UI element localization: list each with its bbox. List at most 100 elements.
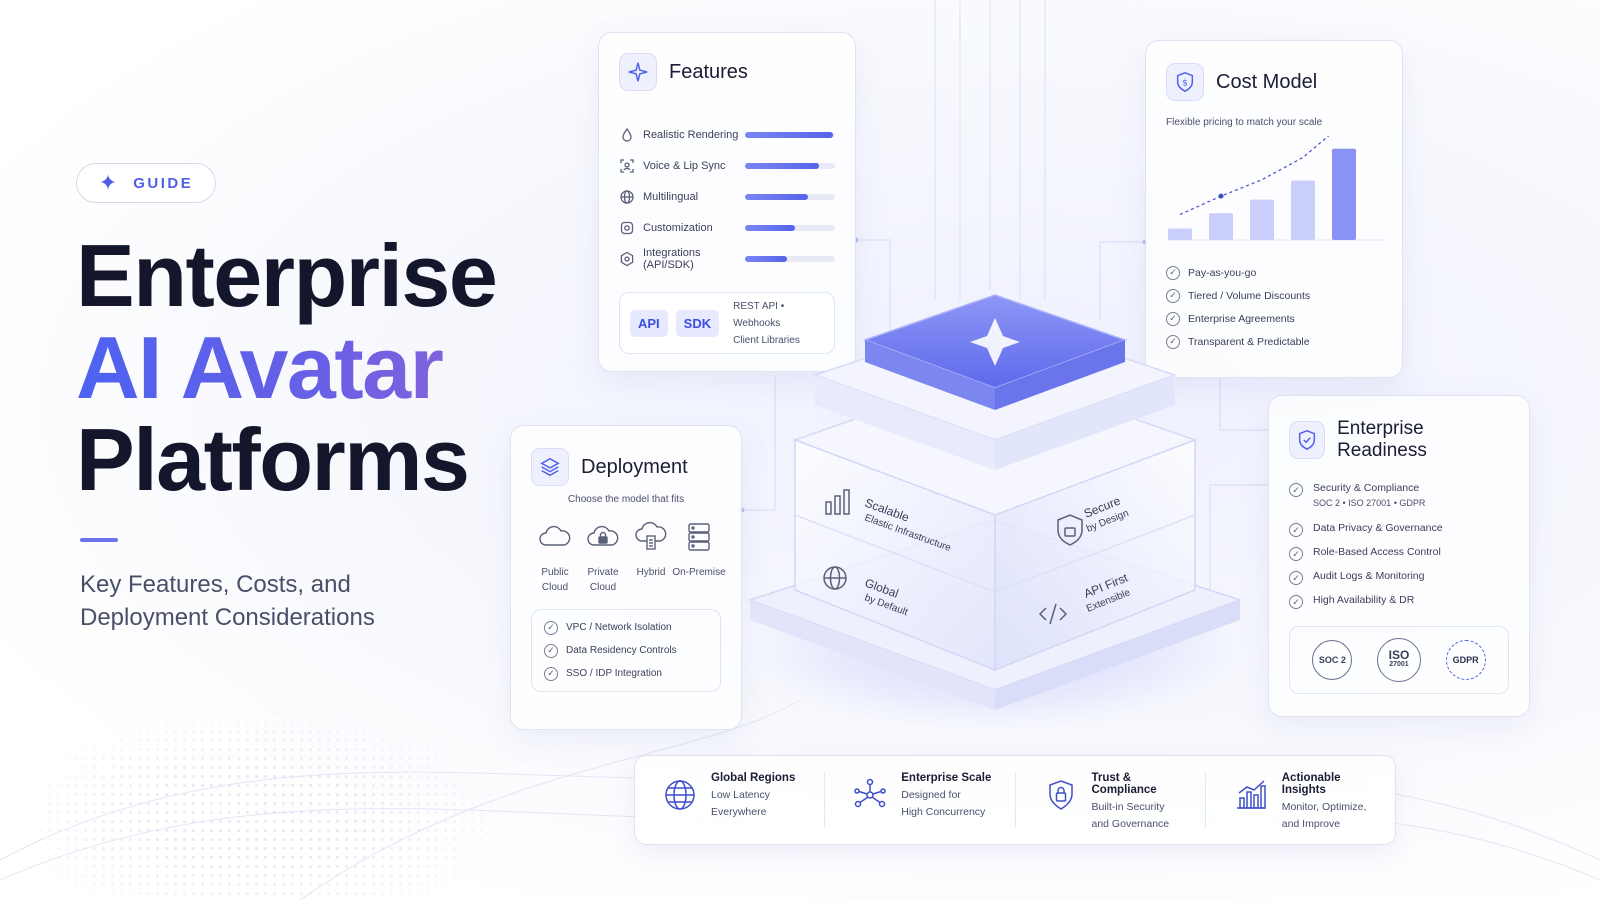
deployment-option-hybrid: Hybrid [627,519,675,595]
feature-bar-fill [745,255,788,262]
check-icon: ✓ [1289,483,1303,497]
check-label: SSO / IDP Integration [566,668,662,679]
cost-trend-point [1218,193,1224,199]
cost-item: ✓ Tiered / Volume Discounts [1166,284,1382,307]
deployment-subtitle: Choose the model that fits [567,494,685,505]
gdpr-badge: GDPR [1445,640,1486,680]
feature-bar-track [745,162,835,169]
cost-chart-bar [1209,213,1233,240]
cost-growth-chart [1166,120,1384,241]
check-icon: ✓ [1166,311,1180,326]
hero-title-line2: AI Avatar [76,324,496,416]
globe-icon [619,189,635,205]
guide-badge: ✦ GUIDE [76,163,216,203]
cost-item: ✓Transparent & Predictable [1166,330,1382,353]
svg-text:$: $ [1182,78,1188,89]
iso-badge-top: ISO [1388,648,1410,662]
central-platform-cube: Scalable Elastic Infrastructure Global b… [745,294,1245,730]
gear-icon [619,220,635,236]
readiness-title: Enterprise Readiness [1337,418,1427,461]
highlight-line: Low Latency [711,789,770,801]
check-icon: ✓ [1166,288,1180,303]
check-icon: ✓ [1166,265,1180,280]
highlight-line: and Governance [1091,818,1170,830]
readiness-label: Role-Based Access Control [1313,546,1441,558]
features-card: Features Realistic Rendering Voice & Lip… [598,32,856,372]
cost-chart-bar [1291,180,1315,240]
feature-bar-track [745,193,835,200]
highlight-line: Designed for [901,789,961,801]
hero-title-line3: Platforms [76,410,470,509]
cost-model-subtitle: Flexible pricing to match your scale [1166,117,1323,128]
cost-chart-bar [1332,148,1356,240]
hero-divider [80,538,118,542]
features-list: Realistic Rendering Voice & Lip Sync Mul… [619,119,835,274]
deployment-checklist: ✓ VPC / Network Isolation ✓Data Residency… [531,609,721,692]
hybrid-cloud-icon [635,521,667,550]
check-label: VPC / Network Isolation [566,622,672,633]
check-icon: ✓ [1289,523,1303,537]
api-sdk-box: API SDK REST API • Webhooks Client Libra… [619,292,835,354]
check-icon: ✓ [1289,547,1303,561]
readiness-sublabel: SOC 2 • ISO 27001 • GDPR [1313,498,1426,508]
iso-badge-bottom: 27001 [1389,661,1409,668]
feature-row: Customization [619,212,835,243]
shield-lock-icon [1048,780,1073,810]
deployment-option-on-premise: On-Premise [672,519,726,595]
readiness-item: ✓High Availability & DR [1289,594,1509,618]
features-title: Features [669,60,748,83]
option-label: Private [587,567,619,578]
bar-chart-icon [1236,780,1266,809]
layers-icon [531,448,569,486]
cost-chart-bar [1250,199,1274,240]
soc2-badge: SOC 2 [1312,640,1353,680]
feature-bar-track [745,131,835,138]
readiness-item: ✓Audit Logs & Monitoring [1289,570,1509,594]
feature-label: Integrations (API/SDK) [643,246,701,271]
cost-item-label: Tiered / Volume Discounts [1188,289,1311,302]
readiness-item: ✓Data Privacy & Governance [1289,522,1509,546]
check-icon: ✓ [544,643,558,658]
option-label: Cloud [541,582,569,593]
feature-row: Realistic Rendering [619,119,835,150]
feature-bar-fill [745,224,795,231]
check-icon: ✓ [544,666,558,681]
highlight-title: Trust & Compliance [1091,772,1157,796]
plug-icon [619,251,635,267]
deployment-check-item: ✓Data Residency Controls [544,639,708,662]
sparkle-icon: ✦ [98,170,118,195]
cost-model-title: Cost Model [1216,70,1318,93]
cost-model-card: $ Cost Model Flexible pricing to match y… [1145,40,1403,378]
hero-title: Enterprise AI Avatar Platforms [76,232,498,509]
check-icon: ✓ [1289,595,1303,609]
check-icon: ✓ [1289,571,1303,585]
feature-bar-fill [745,162,819,169]
hero-subtitle-line1: Key Features, Costs, and [80,571,351,598]
hero-subtitle-line2: Deployment Considerations [80,604,375,631]
api-details: REST API • Webhooks Client Libraries [733,298,824,349]
server-icon [688,523,710,551]
feature-bar-track [745,255,835,262]
feature-label: Multilingual [643,190,699,203]
check-icon: ✓ [1166,334,1180,349]
feature-label: Voice & Lip Sync [643,159,726,172]
deployment-check-item: ✓ SSO / IDP Integration [544,662,708,685]
option-label: On-Premise [672,567,726,578]
cost-item: ✓Enterprise Agreements [1166,307,1382,330]
feature-row: Multilingual [619,181,835,212]
feature-label: Customization [643,221,713,234]
world-map-dots [0,700,520,900]
api-line1: REST API • Webhooks [733,300,785,329]
option-label: Cloud [589,582,617,593]
deployment-card: Deployment Choose the model that fits Pu… [510,425,742,730]
guide-badge-label: GUIDE [133,174,194,192]
